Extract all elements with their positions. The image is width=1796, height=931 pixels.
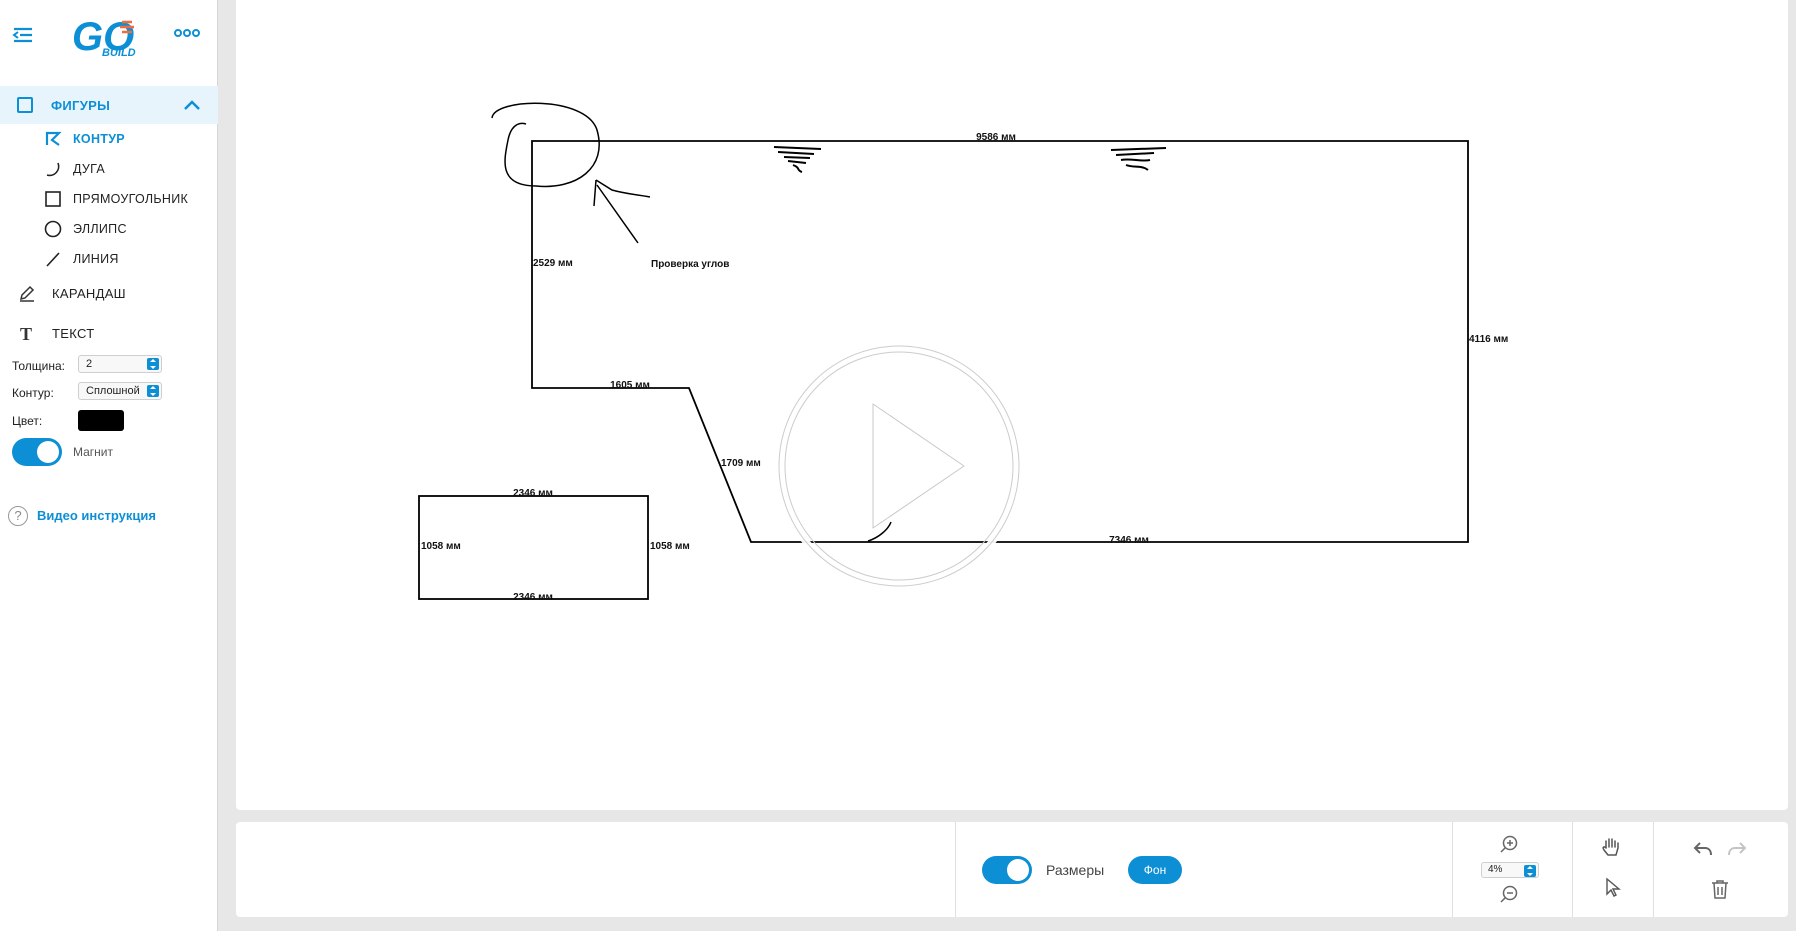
sizes-toggle[interactable]: [982, 856, 1032, 884]
trash-icon[interactable]: [1709, 878, 1731, 900]
logo-text-build: BUILD: [102, 47, 136, 59]
toolbar-divider: [1653, 822, 1654, 917]
dim-left: 2529 мм: [533, 258, 573, 269]
shapes-section-title: ФИГУРЫ: [51, 98, 111, 113]
annotation-label: Проверка углов: [651, 259, 729, 270]
dim-rect-bottom: 2346 мм: [513, 592, 553, 603]
zoom-select[interactable]: 4%: [1481, 862, 1539, 878]
zoom-out-icon[interactable]: [1498, 884, 1520, 906]
dim-diagonal: 1709 мм: [721, 458, 761, 469]
tool-line[interactable]: ЛИНИЯ: [0, 246, 218, 272]
rectangle-icon: [45, 191, 61, 207]
tool-contour[interactable]: КОНТУР: [0, 126, 218, 152]
redo-icon[interactable]: [1726, 838, 1748, 860]
bottom-toolbar: Размеры Фон 4%: [236, 822, 1788, 917]
select-arrows-icon: [147, 358, 159, 370]
tool-text-label: ТЕКСТ: [52, 326, 95, 341]
tool-pencil-label: КАРАНДАШ: [52, 286, 126, 301]
select-cursor-icon[interactable]: [1602, 876, 1624, 898]
square-icon: [17, 97, 33, 113]
dim-top: 9586 мм: [976, 132, 1016, 143]
svg-text:T: T: [20, 324, 32, 342]
thickness-value: 2: [86, 358, 93, 370]
toolbar-divider: [1452, 822, 1453, 917]
tool-arc[interactable]: ДУГА: [0, 156, 218, 182]
contour-icon: [45, 131, 62, 146]
toolbar-divider: [1572, 822, 1573, 917]
text-t-icon: T: [20, 324, 32, 342]
more-options-icon[interactable]: [174, 28, 200, 38]
select-arrows-icon: [1524, 865, 1536, 877]
thickness-select[interactable]: 2: [78, 355, 162, 373]
play-button-overlay[interactable]: [775, 342, 1023, 590]
dim-rect-right: 1058 мм: [650, 541, 690, 552]
toolbar-divider: [955, 822, 956, 917]
dim-rect-left: 1058 мм: [421, 541, 461, 552]
dim-rect-top: 2346 мм: [513, 488, 553, 499]
tool-arc-label: ДУГА: [73, 162, 106, 176]
drawing-canvas[interactable]: 9586 мм 2529 мм 4116 мм 1605 мм 1709 мм …: [236, 0, 1788, 810]
ellipse-icon: [44, 220, 62, 238]
gobuild-logo: GO BUILD: [72, 15, 136, 59]
pencil-icon: [19, 285, 35, 302]
color-swatch[interactable]: [78, 410, 124, 431]
sidebar-header: GO BUILD: [0, 0, 217, 80]
contour-label: Контур:: [12, 386, 54, 400]
color-label: Цвет:: [12, 414, 43, 428]
dim-bottom: 7346 мм: [1109, 535, 1149, 546]
dim-step: 1605 мм: [610, 380, 650, 391]
tool-line-label: ЛИНИЯ: [73, 252, 119, 266]
dim-right: 4116 мм: [1469, 334, 1508, 345]
select-arrows-icon: [147, 385, 159, 397]
annotation-arrow: [593, 179, 651, 244]
bottom-arc-mark: [867, 521, 892, 542]
undo-icon[interactable]: [1692, 838, 1714, 860]
tool-ellipse[interactable]: ЭЛЛИПС: [0, 216, 218, 242]
scribble-mark-1: [773, 146, 822, 173]
arc-icon: [46, 162, 60, 177]
small-rectangle: [418, 495, 649, 600]
magnet-label: Магнит: [73, 445, 114, 459]
zoom-in-icon[interactable]: [1498, 834, 1520, 856]
tool-rectangle-label: ПРЯМОУГОЛЬНИК: [73, 192, 189, 206]
scribble-mark-2: [1110, 147, 1167, 171]
room-contour: [531, 140, 1469, 543]
tool-rectangle[interactable]: ПРЯМОУГОЛЬНИК: [0, 186, 218, 212]
thickness-label: Толщина:: [12, 359, 66, 373]
sizes-label: Размеры: [1046, 862, 1105, 878]
corner-check-circle: [491, 102, 600, 188]
shapes-section-header[interactable]: ФИГУРЫ: [0, 86, 218, 124]
background-button[interactable]: Фон: [1128, 856, 1182, 884]
sidebar: GO BUILD ФИГУРЫ КОНТУР ДУГА ПРЯМОУГО: [0, 0, 218, 931]
contour-value: Сплошной: [86, 385, 140, 397]
tool-ellipse-label: ЭЛЛИПС: [73, 222, 127, 236]
chevron-up-icon[interactable]: [182, 98, 202, 112]
contour-select[interactable]: Сплошной: [78, 382, 162, 400]
help-icon: ?: [8, 506, 28, 526]
line-icon: [46, 252, 60, 267]
tool-pencil[interactable]: КАРАНДАШ: [0, 280, 218, 306]
video-instruction-link[interactable]: Видео инструкция: [37, 508, 156, 523]
magnet-toggle[interactable]: [12, 438, 62, 466]
play-icon: [869, 400, 968, 532]
collapse-menu-icon[interactable]: [12, 26, 34, 44]
tool-contour-label: КОНТУР: [73, 132, 125, 146]
hand-pan-icon[interactable]: [1600, 836, 1622, 858]
zoom-value: 4%: [1488, 864, 1503, 875]
tool-text[interactable]: T ТЕКСТ: [0, 320, 218, 346]
drawing-svg[interactable]: 9586 мм 2529 мм 4116 мм 1605 мм 1709 мм …: [236, 0, 1788, 810]
